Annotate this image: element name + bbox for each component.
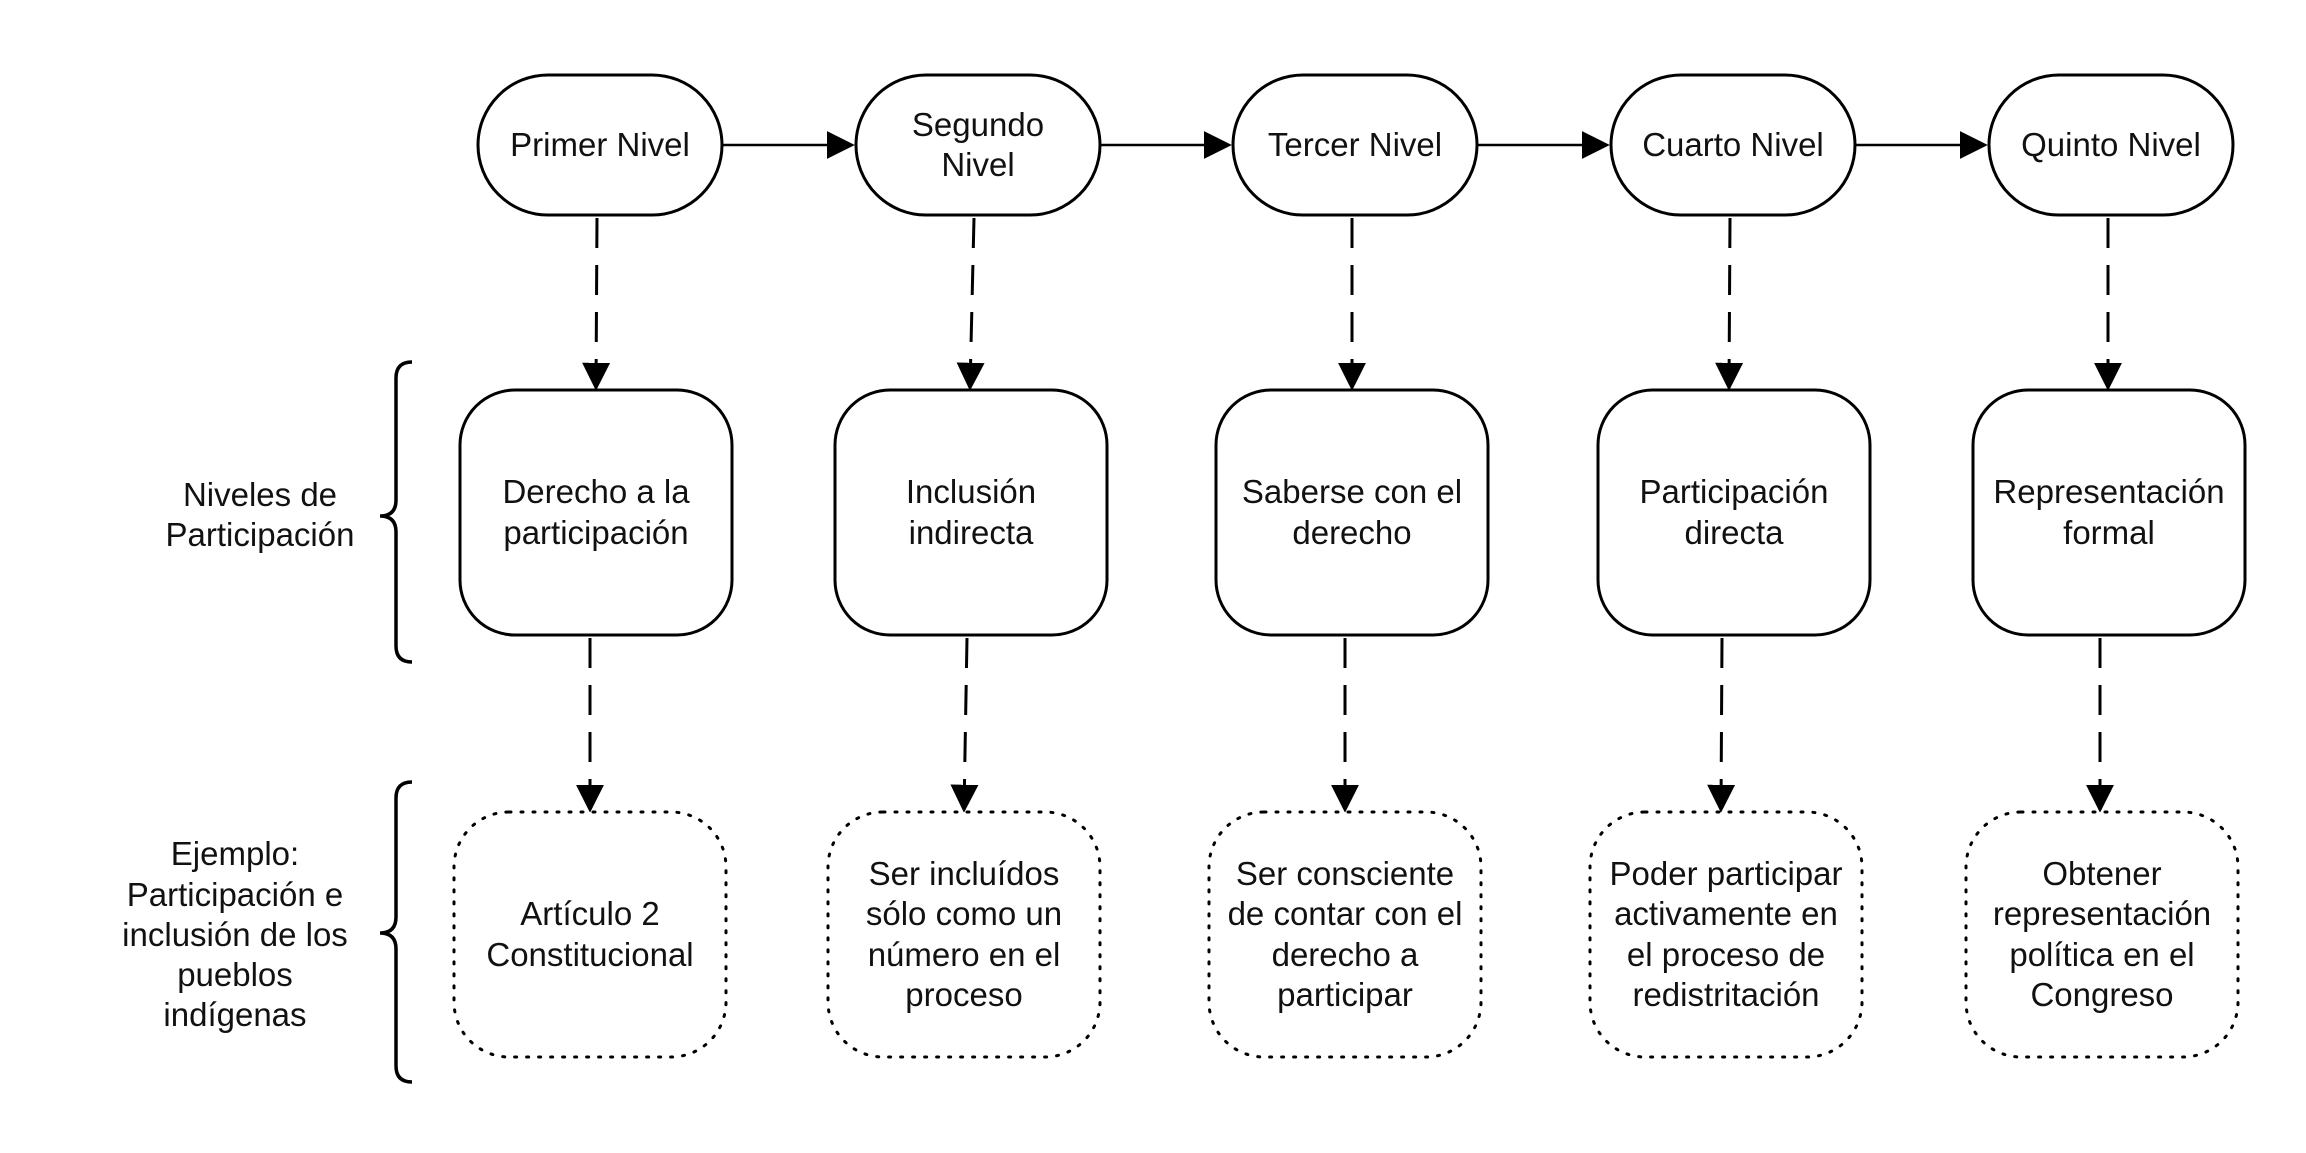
level-label-3: Tercer Nivel	[1267, 125, 1443, 163]
dashed-arrow-level4-concept	[1715, 217, 1744, 391]
example-label-2: Ser incluídos sólo como un número en el …	[865, 855, 1063, 1013]
concept-box-3	[1214, 388, 1490, 637]
concept-box-1	[458, 388, 734, 637]
example-label-1: Artículo 2 Constitucional	[486, 895, 694, 973]
dashed-arrow-level1-concept	[582, 217, 611, 391]
brace-concepts	[379, 360, 413, 664]
concept-box-2	[833, 388, 1109, 637]
row-label-concepts: Niveles de Participación	[165, 475, 355, 553]
level-node-4	[1609, 73, 1857, 217]
concept-label-1: Derecho a la participación	[502, 473, 690, 551]
level-node-5	[1987, 73, 2235, 217]
example-label-4: Poder participar activamente en el proce…	[1609, 855, 1843, 1013]
row-label-examples: Ejemplo: Participación e inclusión de lo…	[122, 835, 348, 1034]
level-label-4: Cuarto Nivel	[1642, 125, 1824, 163]
dashed-arrow-concept2-example	[950, 637, 979, 813]
level-node-2	[854, 73, 1102, 217]
level-node-3	[1231, 73, 1479, 217]
example-box-5	[1964, 810, 2240, 1059]
example-box-2	[826, 810, 1102, 1059]
brace-examples	[379, 780, 413, 1084]
dashed-arrow-concept4-example	[1707, 637, 1736, 813]
example-label-5: Obtener representación política en el Co…	[1992, 855, 2212, 1013]
level-label-1: Primer Nivel	[510, 125, 690, 163]
concept-label-2: Inclusión indirecta	[905, 473, 1037, 551]
dashed-arrow-level2-concept	[956, 217, 985, 391]
example-box-3	[1207, 810, 1483, 1059]
example-box-1	[452, 810, 728, 1059]
level-node-1	[476, 73, 724, 217]
concept-box-5	[1971, 388, 2247, 637]
level-label-2: Segundo Nivel	[911, 105, 1045, 183]
concept-box-4	[1596, 388, 1872, 637]
concept-label-5: Representación formal	[1993, 473, 2225, 551]
concept-label-3: Saberse con el derecho	[1241, 473, 1463, 551]
level-label-5: Quinto Nivel	[2021, 125, 2201, 163]
example-label-3: Ser consciente de contar con el derecho …	[1227, 855, 1463, 1013]
example-box-4	[1588, 810, 1864, 1059]
concept-label-4: Participación directa	[1639, 473, 1829, 551]
